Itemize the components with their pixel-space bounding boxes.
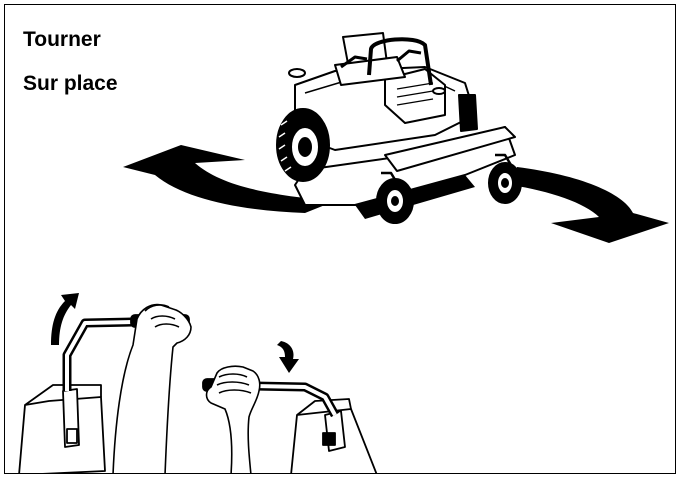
title-line-2: Sur place: [23, 72, 118, 95]
curved-arrow-up-icon: [51, 293, 79, 345]
zero-turn-mower: [276, 32, 522, 224]
title-line-1: Tourner: [23, 28, 101, 51]
curved-arrow-down-icon: [277, 341, 299, 373]
left-hand: [112, 303, 192, 473]
curved-arrow-left-icon: [123, 145, 335, 213]
right-hand: [205, 365, 261, 473]
curved-arrow-right-icon: [511, 167, 669, 243]
diagram-canvas: [18, 32, 669, 473]
illustration-frame: Tourner Sur place: [4, 4, 676, 474]
